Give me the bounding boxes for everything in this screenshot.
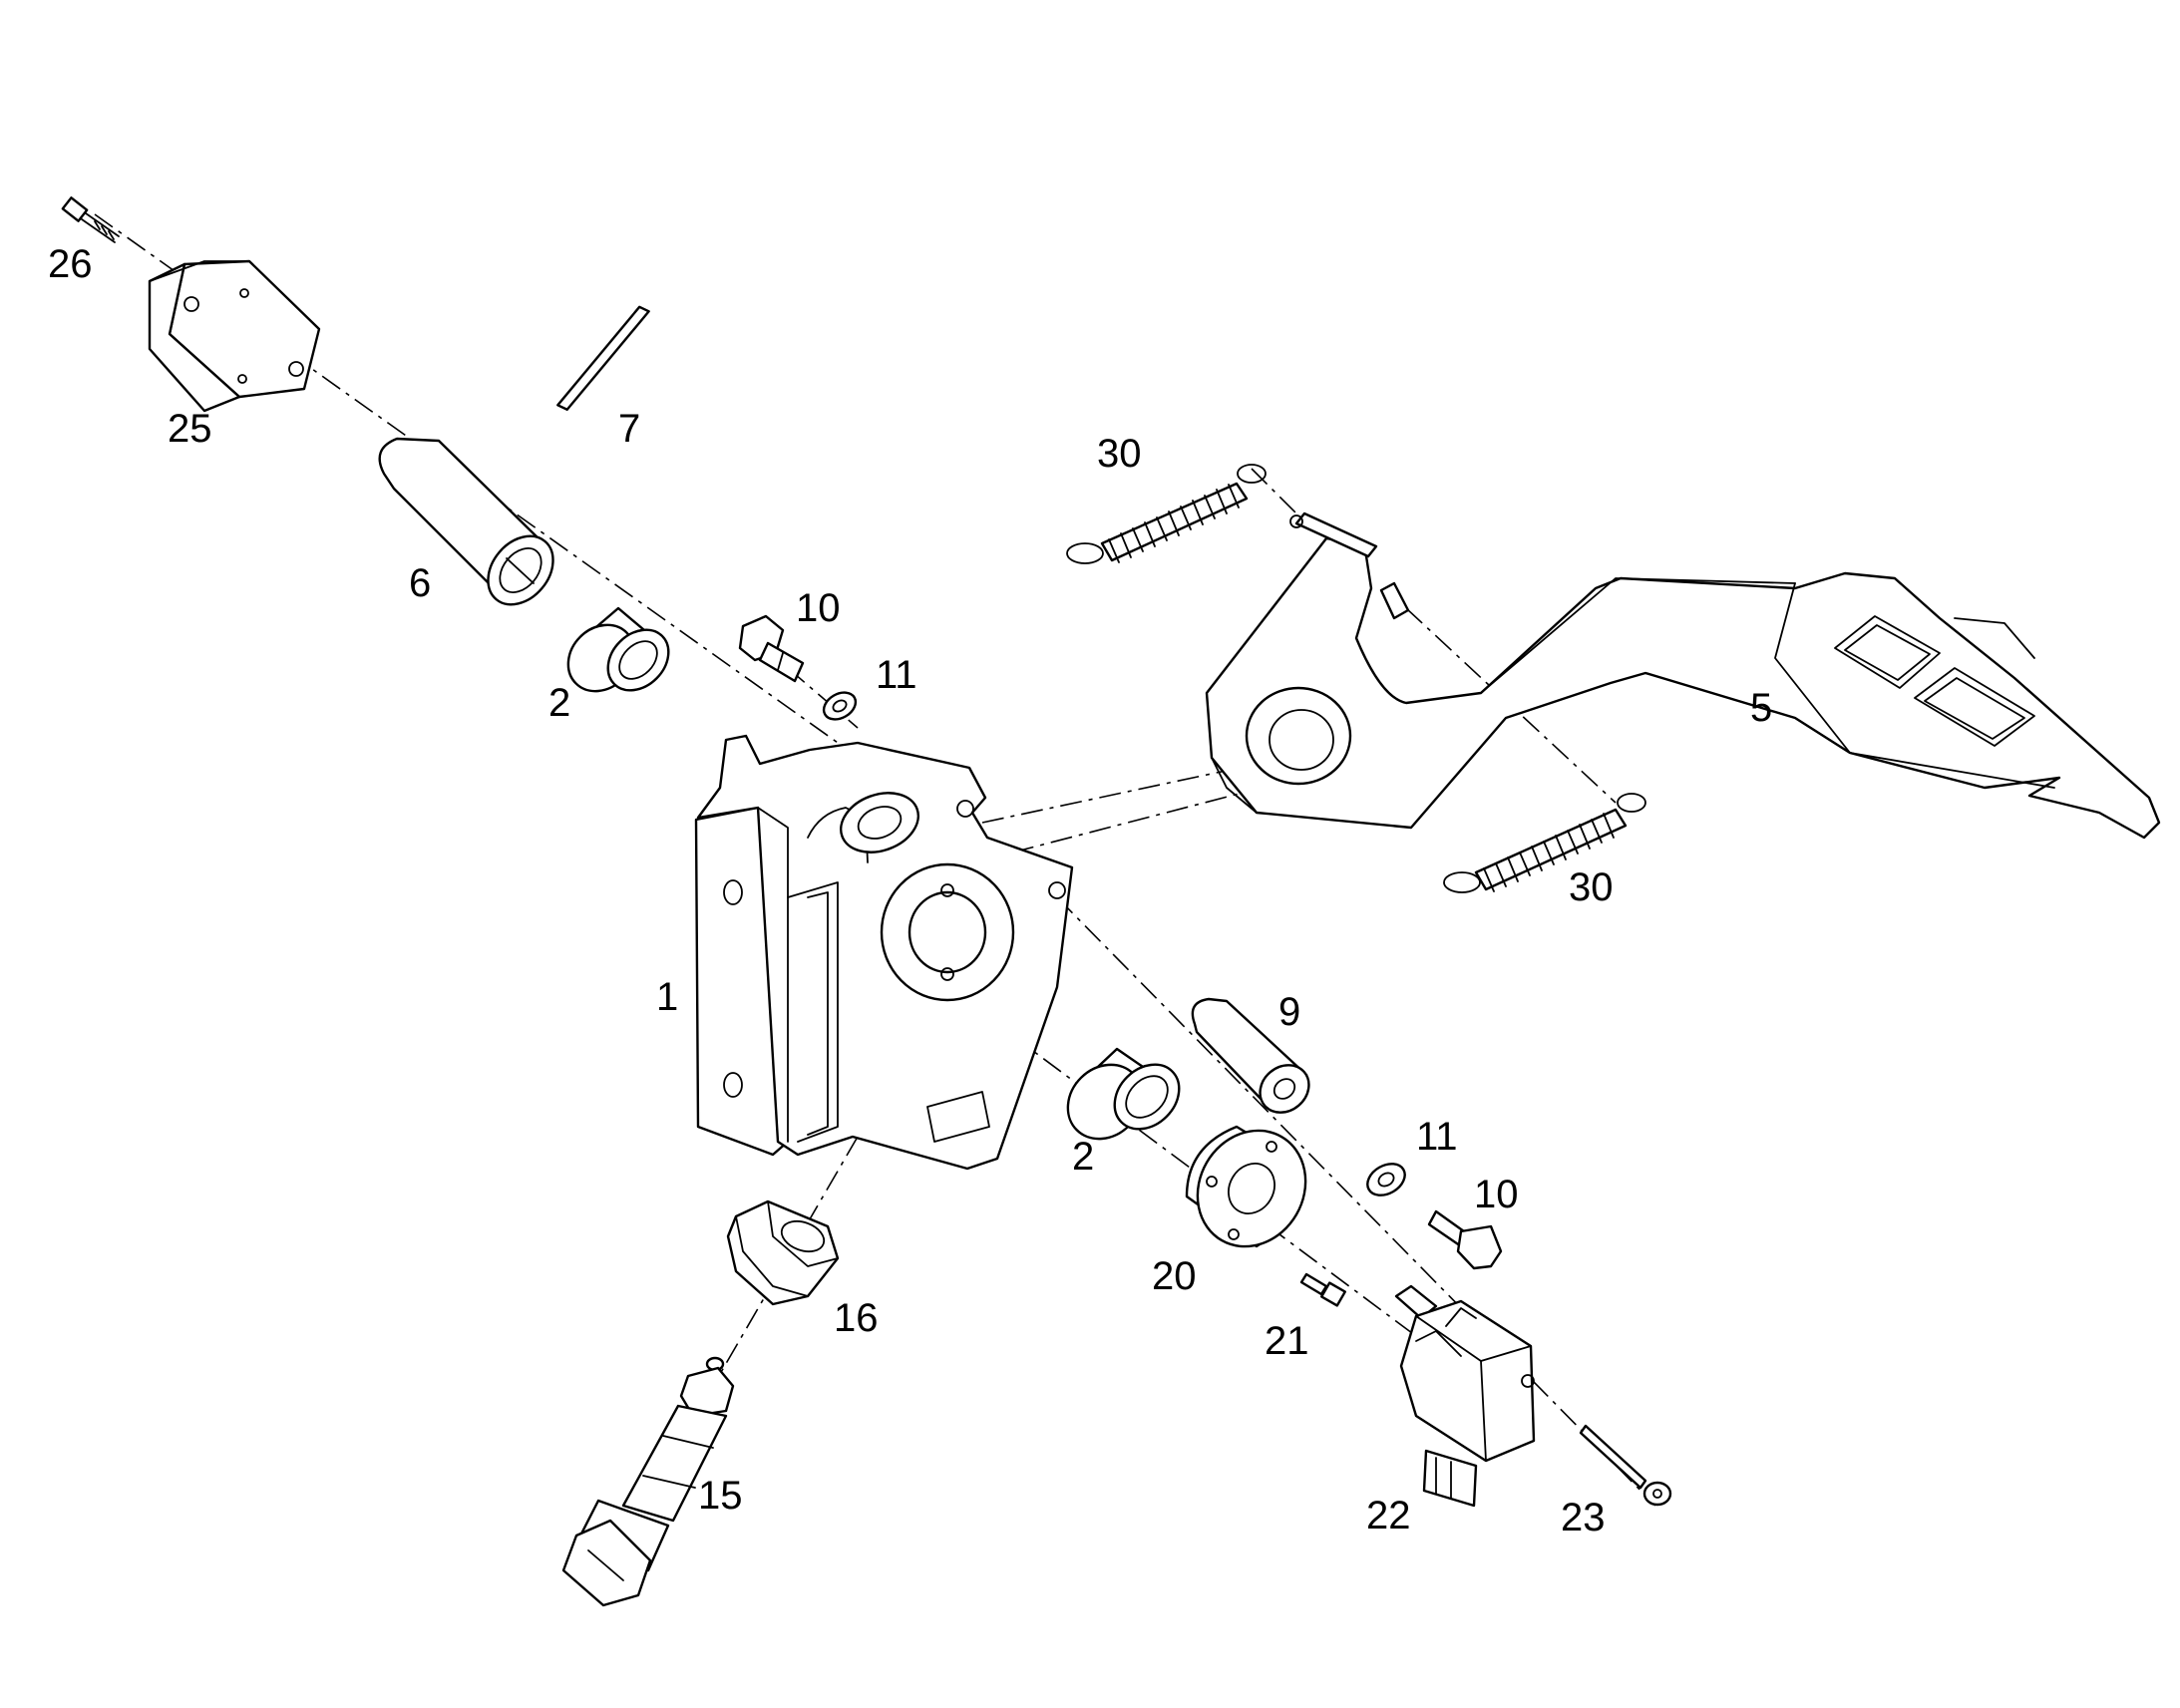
axis-bolt-10a (787, 667, 859, 729)
bushing-part-2-upper (566, 606, 670, 693)
callout-1: 1 (656, 975, 679, 1019)
axis-pedal-pivot-lower (1011, 782, 1282, 854)
callout-9: 9 (1278, 990, 1301, 1034)
callout-25: 25 (168, 407, 212, 451)
screw-part-23 (1579, 1424, 1672, 1507)
axis-spacer (1056, 896, 1656, 1507)
callout-11-upper: 11 (876, 653, 917, 697)
callout-22: 22 (1366, 1494, 1411, 1537)
callout-20: 20 (1152, 1254, 1197, 1298)
callout-30-upper: 30 (1097, 432, 1142, 476)
callout-2-upper: 2 (548, 681, 571, 725)
callout-10-lower: 10 (1474, 1173, 1519, 1216)
pin-part-7 (556, 305, 650, 411)
spring-part-30-lower (1443, 793, 1646, 893)
cover-plate-part-25 (148, 259, 321, 413)
sensor-part-22 (1394, 1284, 1536, 1508)
callout-2-lower: 2 (1072, 1135, 1095, 1179)
screw-part-21 (1299, 1272, 1346, 1307)
callout-10-upper: 10 (796, 586, 841, 630)
axis-spring-lower (1405, 607, 1617, 804)
washer-part-11-lower (1366, 1163, 1406, 1196)
callout-26: 26 (48, 242, 93, 286)
nut-part-16 (726, 1199, 840, 1306)
callout-21: 21 (1265, 1319, 1309, 1363)
bushing-part-2-lower (1066, 1047, 1181, 1141)
spacer-part-9 (1191, 997, 1310, 1114)
screw-part-26 (61, 196, 120, 243)
bolt-part-10-upper (738, 614, 805, 683)
flange-part-20 (1185, 1125, 1307, 1248)
callout-6: 6 (409, 561, 432, 605)
bolt-part-10-lower (1427, 1209, 1503, 1270)
sleeve-part-6 (378, 437, 554, 606)
spring-part-30-upper (1066, 464, 1267, 564)
axis-nut-vertical (712, 1136, 859, 1387)
callout-11-lower: 11 (1416, 1115, 1458, 1159)
callout-30-lower: 30 (1569, 865, 1614, 909)
callout-7: 7 (618, 407, 641, 451)
pedal-arm-part-5 (1205, 512, 2161, 840)
callout-5: 5 (1750, 686, 1773, 730)
callout-23: 23 (1561, 1496, 1606, 1539)
axis-spring-upper (1251, 468, 1302, 519)
callout-16: 16 (834, 1296, 879, 1340)
callout-15: 15 (698, 1474, 743, 1518)
washer-part-11-upper (822, 691, 858, 721)
housing-part-1 (694, 734, 1074, 1171)
stem-part-15 (561, 1356, 735, 1607)
